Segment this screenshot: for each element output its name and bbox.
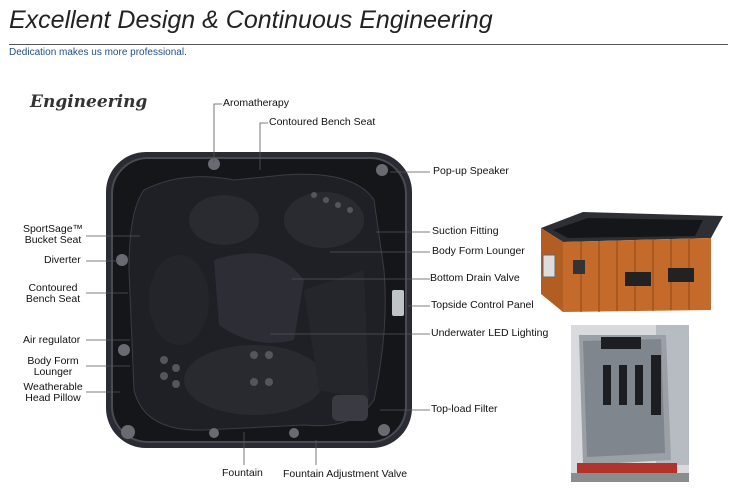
label-aromatherapy: Aromatherapy <box>223 98 289 109</box>
label-topload-filter: Top-load Filter <box>431 404 498 415</box>
label-underwater-led: Underwater LED Lighting <box>431 328 548 339</box>
label-body-form-lounger-left: Body Form Lounger <box>20 356 86 378</box>
label-diverter: Diverter <box>44 255 81 266</box>
label-contoured-bench-seat-top: Contoured Bench Seat <box>269 117 375 128</box>
label-body-form-lounger-right: Body Form Lounger <box>432 246 525 257</box>
label-weatherable-line2: Head Pillow <box>20 393 86 404</box>
label-weatherable-head-pillow: Weatherable Head Pillow <box>20 382 86 404</box>
spa-cabinet-image <box>533 210 723 315</box>
page-subtitle: Dedication makes us more professional. <box>9 47 187 58</box>
label-body-form-left-line2: Lounger <box>20 367 86 378</box>
label-topside-control-panel: Topside Control Panel <box>431 300 534 311</box>
spa-wrapped-image <box>571 325 689 482</box>
section-heading: Engineering <box>30 92 147 112</box>
label-sportsage-bucket-seat: SportSage™ Bucket Seat <box>20 224 86 246</box>
label-fountain-adjustment-valve: Fountain Adjustment Valve <box>283 469 407 480</box>
label-fountain: Fountain <box>222 468 263 479</box>
label-air-regulator: Air regulator <box>23 335 80 346</box>
label-bottom-drain-valve: Bottom Drain Valve <box>430 273 520 284</box>
title-divider <box>9 44 728 45</box>
spa-top-view-image <box>104 150 414 450</box>
label-contoured-left-line2: Bench Seat <box>20 294 86 305</box>
label-sportsage-line2: Bucket Seat <box>20 235 86 246</box>
label-contoured-bench-seat-left: Contoured Bench Seat <box>20 283 86 305</box>
label-suction-fitting: Suction Fitting <box>432 226 499 237</box>
page-title: Excellent Design & Continuous Engineerin… <box>9 6 493 35</box>
label-popup-speaker: Pop-up Speaker <box>433 166 509 177</box>
